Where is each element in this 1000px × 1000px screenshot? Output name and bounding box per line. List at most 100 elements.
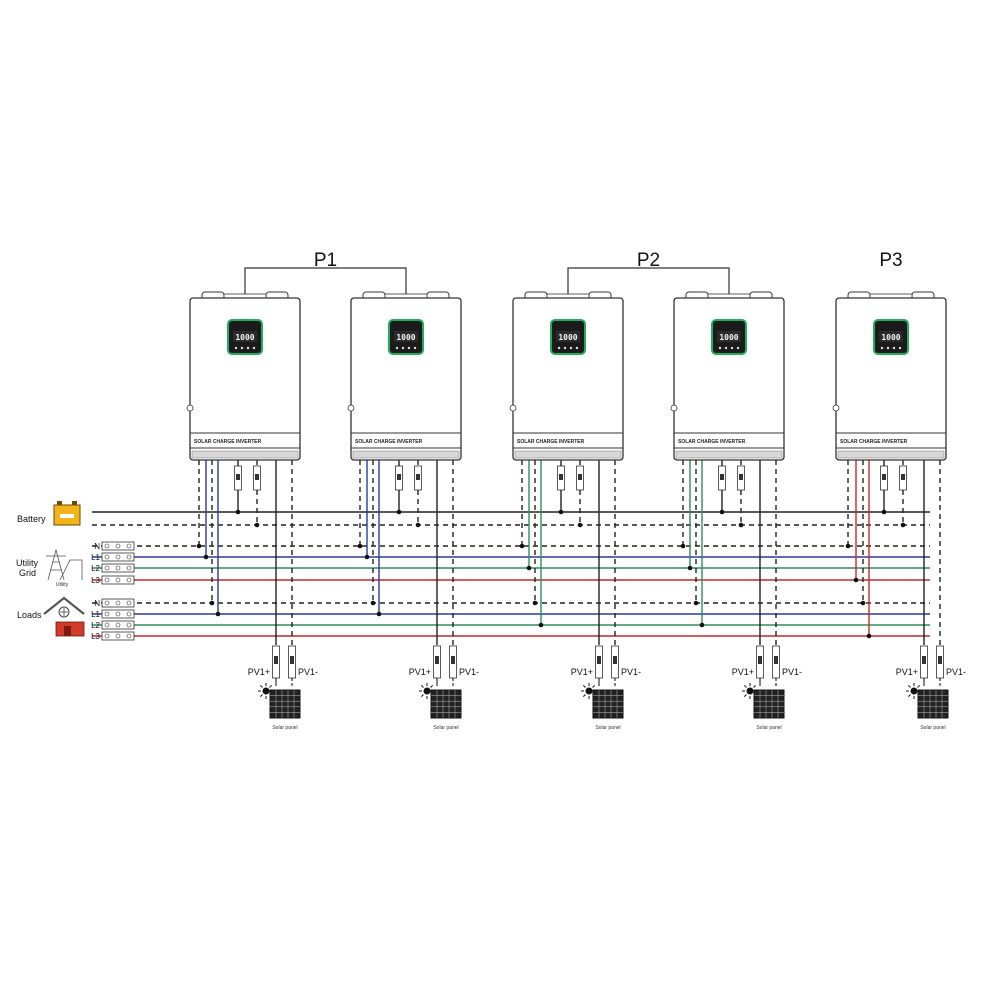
brand-label: SOLAR CHARGE INVERTER <box>355 439 423 445</box>
sun-ray <box>582 684 586 688</box>
breaker-switch <box>416 474 420 480</box>
lcd-screen <box>717 331 741 342</box>
terminal-screw <box>126 543 132 549</box>
terminal-label: N <box>94 599 100 608</box>
junction-dot <box>853 577 859 583</box>
breaker-switch <box>938 656 942 664</box>
terminal-screw <box>104 633 110 639</box>
lcd-button <box>892 346 896 350</box>
lcd-button <box>252 346 256 350</box>
terminal-block <box>101 563 135 573</box>
terminal-screw <box>126 577 132 583</box>
breaker-switch <box>397 474 401 480</box>
sun-ray <box>917 684 921 688</box>
pv-minus-label: PV1- <box>459 667 479 677</box>
bus-lines <box>92 511 930 637</box>
side-knob <box>670 404 678 412</box>
junction-dot <box>687 565 693 571</box>
breaker-switch <box>613 656 617 664</box>
junction-dot <box>357 543 363 549</box>
junction-dot <box>532 600 538 606</box>
sun-icon <box>262 687 270 695</box>
terminal-label: L3 <box>91 632 100 641</box>
group-bracket <box>244 267 407 295</box>
breaker-switch <box>901 474 905 480</box>
sun-ray <box>269 684 273 688</box>
solar-panel-icon <box>269 689 301 719</box>
sun-icon <box>910 687 918 695</box>
pv-plus-label: PV1+ <box>732 667 754 677</box>
sun-icon <box>585 687 593 695</box>
terminal-block <box>101 575 135 585</box>
house-door-icon <box>64 626 71 636</box>
panel-caption: Solar panel <box>920 725 945 731</box>
lcd-button <box>246 346 250 350</box>
lcd-button <box>563 346 567 350</box>
house-outlet-icon <box>58 606 70 618</box>
sun-ray <box>743 694 747 698</box>
pv-panels: PV1+ PV1- Solar panel PV1+ PV1- Solar panel PV… <box>248 645 966 731</box>
battery-icon-terminal <box>57 501 62 505</box>
inverter-body <box>350 297 462 461</box>
junction-dot <box>376 611 382 617</box>
house-roof-icon <box>43 596 85 615</box>
lcd-button <box>407 346 411 350</box>
source-legend: NL1L2L3NL1L2L3BatteryUtilityGridUtilityL… <box>16 501 135 641</box>
brand-label: SOLAR CHARGE INVERTER <box>194 439 262 445</box>
lcd-button <box>234 346 238 350</box>
terminal-screw <box>126 554 132 560</box>
lcd-button <box>413 346 417 350</box>
breaker-switch <box>720 474 724 480</box>
pv-minus-label: PV1- <box>298 667 318 677</box>
loads-label: Loads <box>17 610 42 620</box>
lcd-button <box>886 346 890 350</box>
sun-icon <box>746 687 754 695</box>
junction-dot <box>719 509 725 515</box>
grid-label-line2: Grid <box>19 568 36 578</box>
panel-caption: Solar panel <box>756 725 781 731</box>
terminal-screw <box>126 622 132 628</box>
battery-label: Battery <box>17 514 46 524</box>
lcd-readout: 1000 <box>881 333 900 342</box>
terminal-screw <box>115 633 121 639</box>
junction-dot <box>866 633 872 639</box>
junction-dot <box>370 600 376 606</box>
sun-ray <box>582 694 586 698</box>
breaker-switch <box>774 656 778 664</box>
panel-caption: Solar panel <box>433 725 458 731</box>
lcd-screen <box>556 331 580 342</box>
junction-dot <box>738 522 744 528</box>
junction-dot <box>519 543 525 549</box>
sun-ray <box>259 694 263 698</box>
utility-grid-icon <box>46 548 83 581</box>
pv-plus-label: PV1+ <box>896 667 918 677</box>
solar-panel-icon <box>753 689 785 719</box>
pv-minus-label: PV1- <box>621 667 641 677</box>
terminal-strip <box>352 450 460 459</box>
solar-panel-icon <box>917 689 949 719</box>
lcd-button <box>395 346 399 350</box>
lcd-button <box>240 346 244 350</box>
terminal-strip <box>514 450 622 459</box>
lcd-button <box>736 346 740 350</box>
terminal-label: L1 <box>91 553 100 562</box>
junction-dot <box>203 554 209 560</box>
brand-label: SOLAR CHARGE INVERTER <box>517 439 585 445</box>
lcd-button <box>718 346 722 350</box>
side-knob <box>347 404 355 412</box>
lcd-button <box>575 346 579 350</box>
terminal-label: L2 <box>91 621 100 630</box>
sun-icon <box>423 687 431 695</box>
breaker-switch <box>758 656 762 664</box>
inverter-body <box>835 297 947 461</box>
terminal-strip <box>675 450 783 459</box>
lcd-button <box>724 346 728 350</box>
terminal-label: L3 <box>91 576 100 585</box>
battery-icon-terminal <box>72 501 77 505</box>
breaker-switch <box>739 474 743 480</box>
terminal-screw <box>126 600 132 606</box>
inverter-drop-wires <box>196 460 941 645</box>
terminal-screw <box>126 633 132 639</box>
